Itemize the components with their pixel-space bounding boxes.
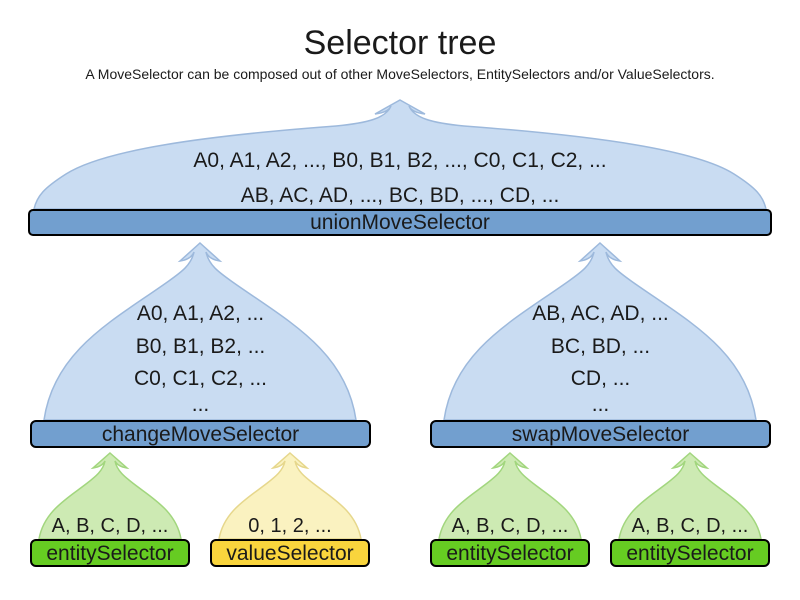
swap-label: swapMoveSelector (511, 422, 690, 446)
union-content-line: A0, A1, A2, ..., B0, B1, B2, ..., C0, C1… (193, 149, 607, 172)
entity-right-label-bar: entitySelector (610, 539, 770, 567)
swap-move-selector: AB, AC, AD, ... BC, BD, ... CD, ... ... … (430, 241, 771, 448)
value-selector: 0, 1, 2, ... valueSelector (210, 451, 370, 567)
union-content-line: AB, AC, AD, ..., BC, BD, ..., CD, ... (240, 184, 560, 207)
entity-left-label-bar: entitySelector (30, 539, 190, 567)
entity-mid-content-line: A, B, C, D, ... (451, 515, 569, 537)
entity-left-content-line: A, B, C, D, ... (51, 515, 169, 537)
page-subtitle: A MoveSelector can be composed out of ot… (85, 66, 715, 82)
change-content-line: ... (191, 393, 210, 416)
value-label-bar: valueSelector (210, 539, 370, 567)
swap-content-line: AB, AC, AD, ... (532, 302, 669, 325)
value-content-line: 0, 1, 2, ... (248, 515, 332, 537)
change-label: changeMoveSelector (101, 422, 300, 446)
swap-content-line: BC, BD, ... (550, 335, 651, 358)
entity-selector-right: A, B, C, D, ... entitySelector (610, 451, 770, 567)
change-content-line: B0, B1, B2, ... (135, 335, 266, 358)
swap-content-line: ... (591, 393, 610, 416)
entity-mid-label-bar: entitySelector (430, 539, 590, 567)
entity-right-content-line: A, B, C, D, ... (631, 515, 749, 537)
entity-selector-mid: A, B, C, D, ... entitySelector (430, 451, 590, 567)
page-title: Selector tree (303, 24, 497, 62)
entity-selector-left: A, B, C, D, ... entitySelector (30, 451, 190, 567)
swap-content-line: CD, ... (570, 367, 631, 390)
union-move-selector: A0, A1, A2, ..., B0, B1, B2, ..., C0, C1… (28, 98, 772, 236)
entity-left-label: entitySelector (46, 541, 174, 565)
union-label-bar: unionMoveSelector (28, 209, 772, 236)
entity-right-label: entitySelector (626, 541, 754, 565)
change-content-line: C0, C1, C2, ... (133, 367, 268, 390)
value-label: valueSelector (226, 541, 354, 565)
change-content-line: A0, A1, A2, ... (136, 302, 265, 325)
union-label: unionMoveSelector (310, 211, 490, 234)
swap-label-bar: swapMoveSelector (430, 420, 771, 448)
entity-mid-label: entitySelector (446, 541, 574, 565)
change-label-bar: changeMoveSelector (30, 420, 371, 448)
change-move-selector: A0, A1, A2, ... B0, B1, B2, ... C0, C1, … (30, 241, 371, 448)
